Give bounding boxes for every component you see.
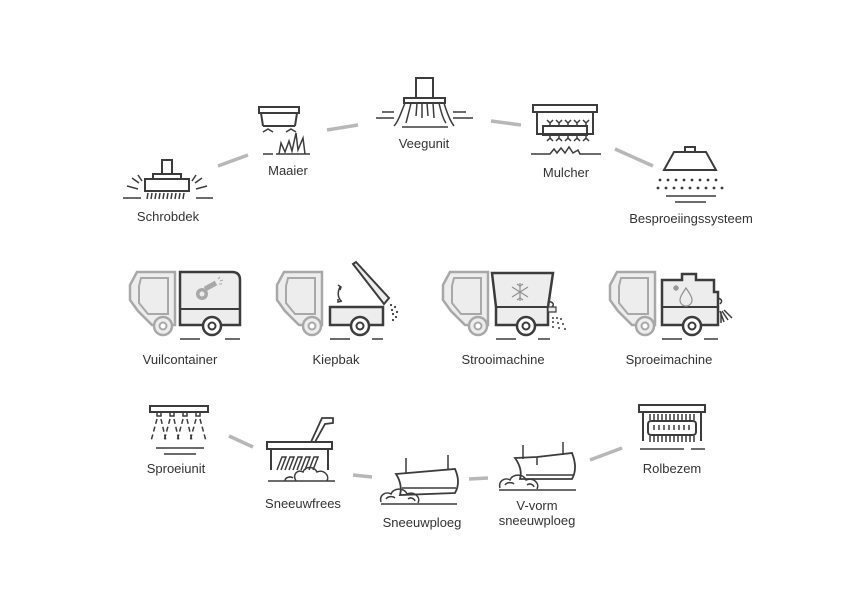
label-veegunit: Veegunit xyxy=(398,136,450,151)
spray-unit-icon xyxy=(149,405,209,455)
snow-blower-icon xyxy=(266,417,335,482)
label-v-vorm-line1: V-vorm xyxy=(516,498,558,513)
tipper-truck-icon xyxy=(275,260,399,340)
label-v-vorm-line2: sneeuwploeg xyxy=(498,513,576,528)
label-sproeimachine: Sproeimachine xyxy=(625,352,713,367)
connector-mulcher-besproeiing xyxy=(614,147,654,168)
label-sneeuwfrees: Sneeuwfrees xyxy=(265,496,341,511)
label-vuilcontainer: Vuilcontainer xyxy=(142,352,218,367)
label-schrobdek: Schrobdek xyxy=(136,209,200,224)
water-drop-icon xyxy=(673,285,693,307)
v-snow-plough-icon xyxy=(498,442,576,491)
label-rolbezem: Rolbezem xyxy=(642,461,702,476)
sweeper-unit-icon xyxy=(376,77,473,128)
label-mulcher: Mulcher xyxy=(542,165,590,180)
label-maaier: Maaier xyxy=(268,163,308,178)
label-strooimachine: Strooimachine xyxy=(461,352,545,367)
connector-schrobdek-maaier xyxy=(217,153,249,168)
snowflake-icon xyxy=(511,283,529,301)
connector-veegunit-mulcher xyxy=(490,119,522,127)
sprayer-truck-icon xyxy=(608,270,733,340)
irrigation-system-icon xyxy=(656,146,724,203)
label-sneeuwploeg: Sneeuwploeg xyxy=(382,515,462,530)
label-besproeiingssysteem: Besproeiingssysteem xyxy=(629,211,753,226)
label-sproeiunit: Sproeiunit xyxy=(146,461,206,476)
connector-sneeuwfrees-sneeuwploeg xyxy=(352,473,373,479)
mulcher-icon xyxy=(531,104,601,155)
snow-plough-icon xyxy=(379,455,459,505)
connector-sneeuwploeg-vvorm xyxy=(468,476,489,481)
connector-maaier-veegunit xyxy=(326,123,359,132)
scrubber-deck-icon xyxy=(123,159,213,200)
spreader-truck-icon xyxy=(441,270,566,340)
connector-vvorm-rolbezem xyxy=(589,446,623,462)
waste-container-truck-icon xyxy=(128,270,242,340)
roller-broom-icon xyxy=(638,404,706,450)
brush-icon xyxy=(196,276,224,300)
label-kiepbak: Kiepbak xyxy=(312,352,360,367)
connector-sproeiunit-sneeuwfrees xyxy=(228,434,254,449)
mower-icon xyxy=(258,106,310,155)
